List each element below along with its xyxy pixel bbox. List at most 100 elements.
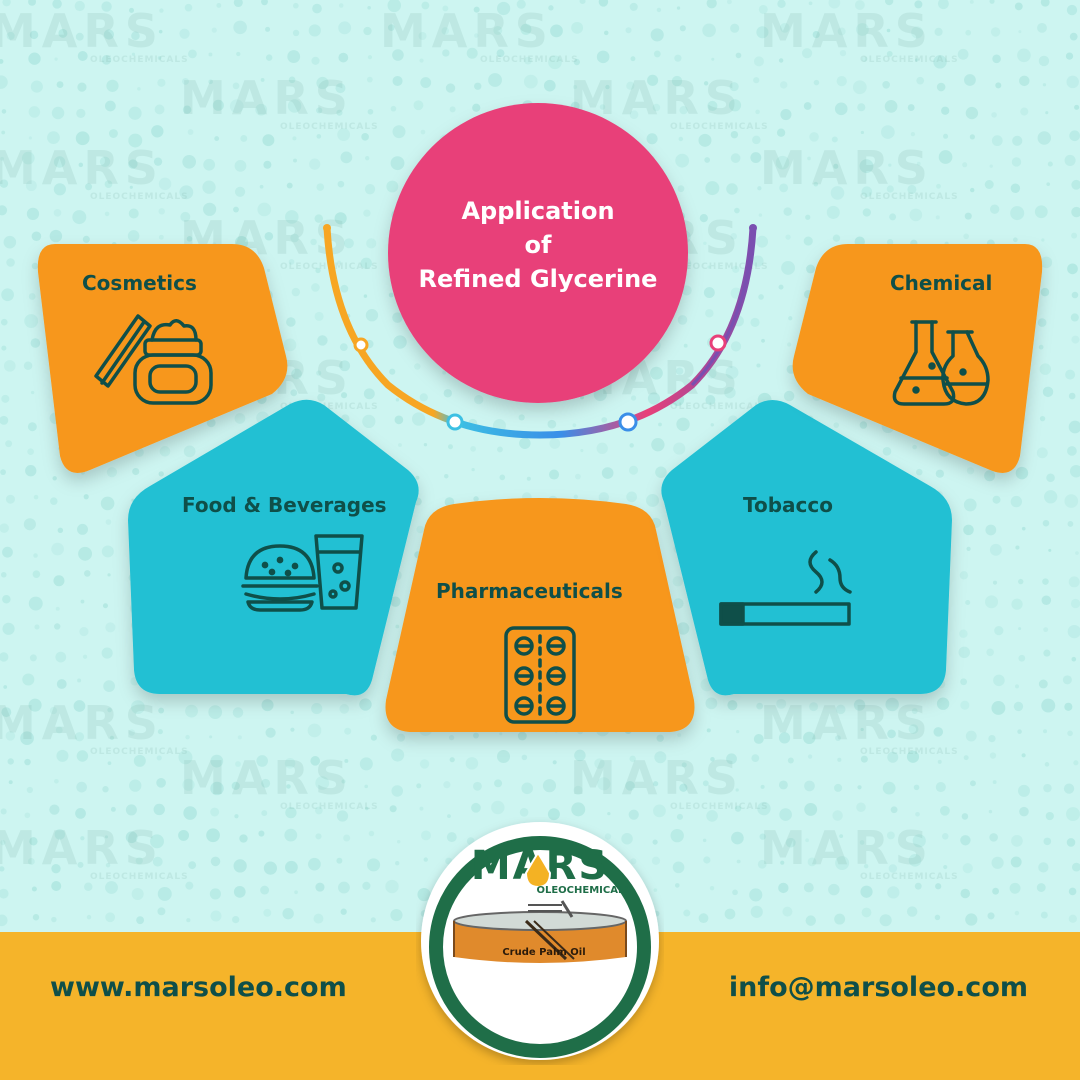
background-dot: [210, 856, 221, 867]
background-dot: [1013, 237, 1018, 243]
background-dot: [392, 49, 404, 61]
background-dot: [54, 57, 58, 61]
background-dot: [1072, 862, 1080, 872]
pill-blister-icon: [504, 626, 576, 724]
background-dot: [317, 335, 328, 346]
background-dot: [759, 833, 766, 840]
background-dot: [391, 748, 405, 762]
background-dot: [542, 779, 557, 793]
background-dot: [398, 443, 402, 447]
background-dot: [1018, 784, 1030, 797]
background-dot: [517, 731, 527, 741]
background-dot: [812, 30, 820, 39]
background-dot: [290, 389, 298, 397]
background-dot: [447, 814, 451, 819]
background-dot: [887, 729, 896, 739]
background-dot: [473, 496, 479, 502]
background-dot: [809, 702, 819, 712]
background-dot: [992, 495, 1001, 504]
background-dot: [28, 52, 41, 65]
background-dot: [1070, 598, 1080, 609]
background-dot: [776, 128, 786, 137]
background-dot: [1038, 862, 1049, 873]
background-dot: [1064, 154, 1076, 166]
background-dot: [625, 780, 635, 791]
background-dot: [364, 784, 368, 789]
background-dot: [521, 754, 528, 761]
background-dot: [103, 680, 115, 692]
background-dot: [338, 3, 344, 8]
background-dot: [830, 186, 845, 200]
background-dot: [388, 292, 394, 298]
background-dot: [339, 343, 348, 352]
background-dot: [209, 735, 213, 739]
background-dot: [1064, 702, 1073, 711]
background-dot: [989, 164, 993, 168]
background-dot: [316, 107, 323, 114]
background-dot: [788, 316, 793, 321]
background-dot: [991, 112, 997, 118]
background-dot: [775, 155, 790, 170]
background-dot: [26, 786, 34, 794]
background-dot: [497, 446, 503, 453]
background-dot: [621, 833, 633, 845]
background-dot: [74, 732, 85, 742]
background-dot: [20, 731, 34, 746]
background-dot: [471, 802, 481, 813]
background-dot: [239, 834, 248, 843]
background-dot: [183, 806, 197, 820]
background-dot: [1039, 363, 1052, 375]
background-dot: [835, 735, 841, 741]
background-dot: [783, 390, 795, 402]
background-dot: [785, 837, 796, 848]
background-dot: [1069, 464, 1080, 478]
background-dot: [990, 204, 1000, 214]
background-dot: [991, 135, 1003, 147]
background-dot: [293, 158, 297, 163]
background-dot: [936, 82, 946, 92]
background-dot: [547, 419, 557, 429]
background-dot: [698, 913, 709, 924]
background-dot: [316, 183, 325, 191]
background-dot: [179, 28, 190, 39]
background-dot: [571, 802, 586, 817]
email-link[interactable]: info@marsoleo.com: [728, 972, 1028, 1003]
burger-drink-icon: [241, 534, 364, 612]
background-dot: [128, 106, 142, 120]
oil-drop-icon: [524, 851, 552, 889]
background-dot: [310, 238, 317, 246]
background-dot: [365, 156, 370, 161]
background-dot: [992, 580, 998, 585]
background-dot: [598, 492, 609, 503]
background-dot: [416, 783, 422, 789]
background-dot: [232, 915, 240, 924]
chemical-panel: [792, 244, 1043, 473]
background-dot: [860, 755, 868, 763]
background-dot: [833, 163, 839, 169]
background-dot: [702, 780, 709, 787]
background-dot: [580, 449, 584, 453]
background-dot: [25, 180, 37, 192]
background-dot: [605, 84, 610, 90]
website-link[interactable]: www.marsoleo.com: [50, 972, 347, 1003]
background-dot: [27, 858, 35, 865]
background-dot: [267, 268, 271, 272]
background-dot: [308, 24, 321, 37]
background-dot: [573, 494, 578, 499]
background-dot: [907, 184, 917, 194]
background-dot: [367, 108, 374, 115]
background-dot: [837, 757, 842, 762]
background-dot: [77, 678, 82, 683]
background-dot: [386, 180, 399, 193]
background-dot: [109, 735, 115, 741]
background-dot: [30, 80, 43, 93]
background-dot: [234, 186, 246, 197]
background-dot: [860, 130, 865, 135]
background-dot: [367, 858, 381, 872]
background-dot: [916, 76, 925, 85]
background-dot: [22, 673, 35, 686]
background-dot: [0, 415, 9, 425]
background-dot: [212, 99, 224, 111]
background-dot: [888, 864, 898, 873]
